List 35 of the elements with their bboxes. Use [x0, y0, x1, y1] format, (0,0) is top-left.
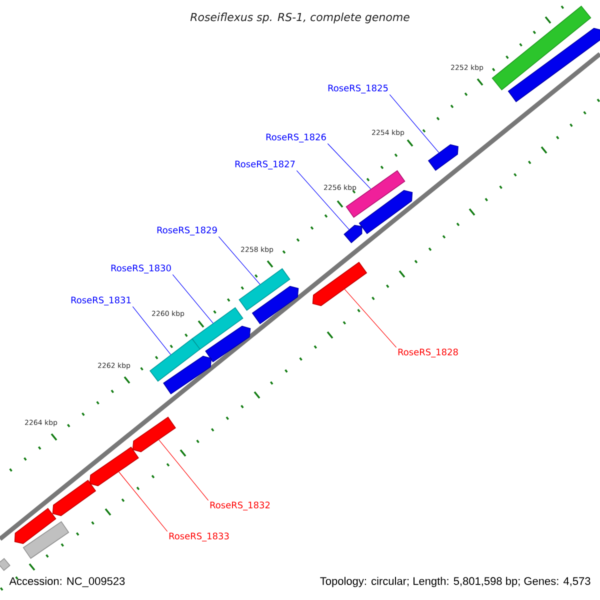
footer-text: Topology: circular; Length: 5,801,598 bp; Genes: 4,573	[320, 576, 590, 588]
gene-block	[89, 446, 139, 486]
gene-block	[205, 326, 251, 362]
gene-label: RoseRS_1826	[266, 134, 326, 142]
gene-label: RoseRS_1828	[398, 348, 458, 358]
gene-bar	[238, 268, 290, 311]
gene-label: RoseRS_1830	[111, 264, 171, 274]
gene-label: RoseRS_1833	[169, 532, 229, 542]
leader-line	[218, 236, 260, 285]
gene-label: RoseRS_1829	[157, 226, 217, 236]
gene-block	[508, 28, 600, 102]
gene-label: RoseRS_1827	[235, 160, 295, 170]
leader-line	[296, 170, 350, 230]
leader-line	[389, 94, 440, 153]
gene-label: RoseRS_1825	[328, 84, 388, 94]
gene-bar	[492, 6, 592, 90]
gene-block	[14, 508, 56, 544]
leader-line	[118, 472, 168, 532]
gene-label: RoseRS_1832	[210, 502, 270, 510]
gene-bar	[150, 338, 200, 382]
title: Roseiflexus sp. RS-1, complete genome	[190, 12, 410, 24]
gene-label: RoseRS_1831	[71, 296, 131, 306]
gene-bar	[346, 170, 406, 218]
leader-line	[344, 288, 397, 348]
gene-block	[132, 416, 176, 452]
leader-line	[327, 143, 371, 190]
footer-text: Accession: NC_009523	[9, 576, 125, 588]
gene-block	[344, 224, 362, 244]
leader-line	[172, 274, 214, 324]
gene-block	[358, 190, 413, 234]
leader-line	[158, 440, 209, 501]
gene-bar	[192, 307, 244, 350]
gene-block	[163, 356, 212, 394]
leader-line	[132, 306, 172, 355]
gene-bar	[22, 521, 70, 559]
